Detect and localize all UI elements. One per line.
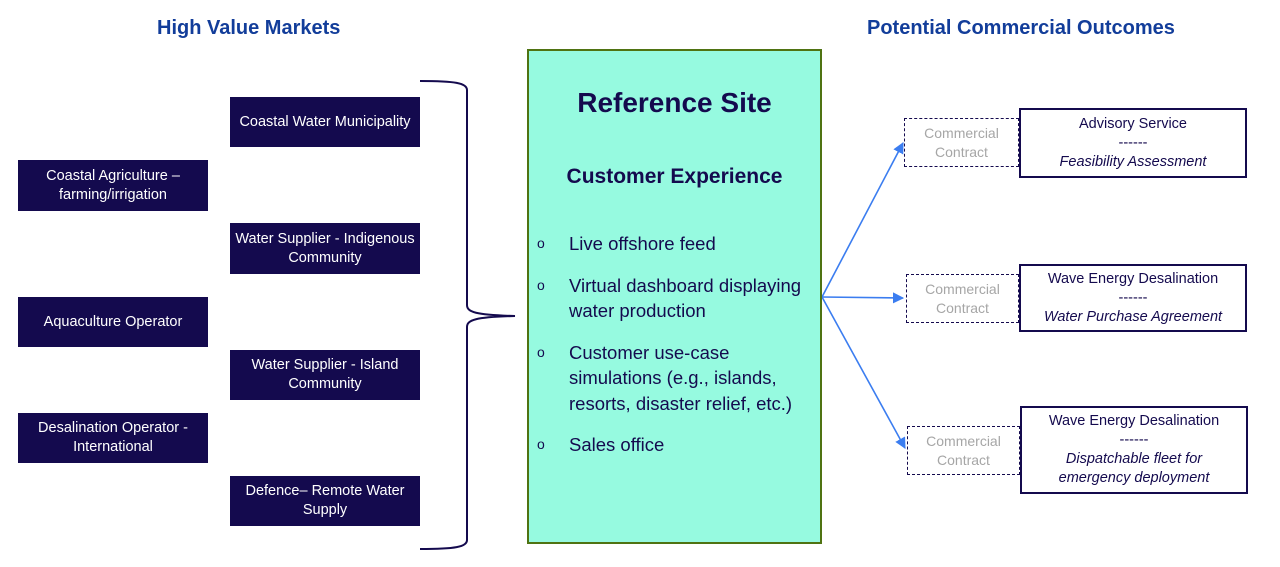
outcome-dispatchable-fleet: Wave Energy Desalination ------ Dispatch… — [1020, 406, 1248, 494]
outcome-separator: ------ — [1119, 432, 1149, 448]
market-label: Water Supplier - Indigenous Community — [235, 230, 415, 266]
grouping-brace — [419, 80, 516, 550]
market-defence-remote-water: Defence– Remote Water Supply — [230, 476, 420, 526]
commercial-outcomes-heading: Potential Commercial Outcomes — [867, 17, 1175, 39]
circle-bullet-icon: o — [537, 276, 545, 293]
market-label: Aquaculture Operator — [43, 313, 183, 330]
customer-experience-subtitle: Customer Experience — [566, 165, 783, 188]
circle-bullet-icon: o — [537, 436, 545, 452]
outcome-title: Advisory Service — [1079, 115, 1187, 132]
commercial-contract-2: Commercial Contract — [906, 274, 1019, 323]
market-label: Coastal Water Municipality — [239, 113, 411, 130]
outcome-separator: ------ — [1118, 289, 1148, 306]
commercial-contract-1: Commercial Contract — [904, 118, 1019, 167]
market-aquaculture-operator: Aquaculture Operator — [18, 297, 208, 347]
outcome-advisory-service: Advisory Service ------ Feasibility Asse… — [1019, 108, 1247, 178]
market-label: Defence– Remote Water Supply — [245, 483, 405, 518]
market-desalination-operator: Desalination Operator - International — [18, 413, 208, 463]
high-value-markets-heading: High Value Markets — [157, 17, 341, 39]
outcome-separator: ------ — [1118, 134, 1148, 151]
market-coastal-water-municipality: Coastal Water Municipality — [230, 97, 420, 147]
outcome-title: Wave Energy Desalination — [1047, 270, 1219, 287]
outcome-detail: Water Purchase Agreement — [1043, 308, 1223, 325]
outcome-detail: Dispatchable fleet for emergency deploym… — [1058, 451, 1210, 486]
market-label: Coastal Agriculture – farming/irrigation — [46, 167, 180, 203]
commercial-contract-3: Commercial Contract — [907, 426, 1020, 475]
outcome-water-purchase-agreement: Wave Energy Desalination ------ Water Pu… — [1019, 264, 1247, 332]
circle-bullet-icon: o — [537, 235, 545, 251]
arrow-to-contract-3 — [821, 296, 906, 449]
arrow-to-contract-1 — [821, 142, 904, 298]
market-water-supplier-indigenous: Water Supplier - Indigenous Community — [230, 223, 420, 274]
market-coastal-agriculture: Coastal Agriculture – farming/irrigation — [18, 160, 208, 211]
arrow-to-contract-2 — [821, 292, 905, 304]
market-label: Water Supplier - Island Community — [251, 357, 399, 392]
market-water-supplier-island: Water Supplier - Island Community — [230, 350, 420, 400]
reference-site-title: Reference Site — [577, 87, 772, 118]
market-label: Desalination Operator - International — [38, 420, 188, 455]
outcome-detail: Feasibility Assessment — [1059, 153, 1207, 170]
circle-bullet-icon: o — [537, 343, 545, 360]
outcome-title: Wave Energy Desalination — [1048, 413, 1220, 429]
